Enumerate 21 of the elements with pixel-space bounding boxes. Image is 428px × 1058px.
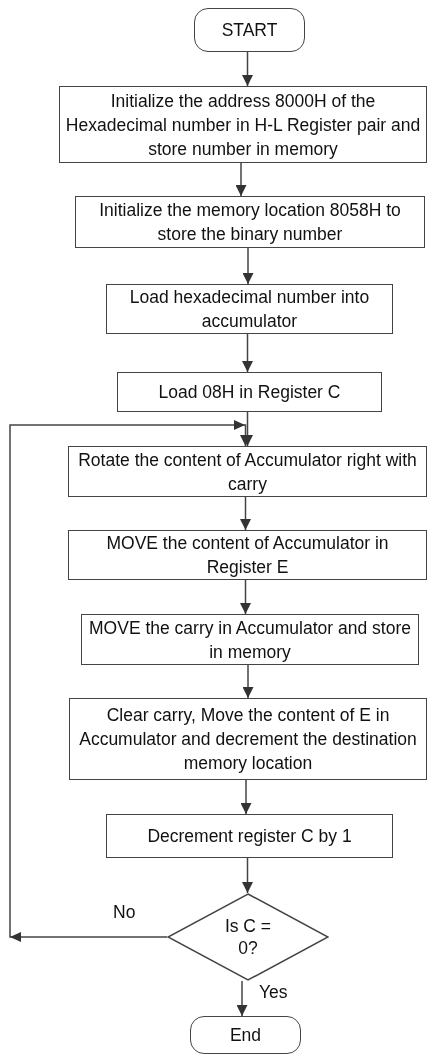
step-text: Clear carry, Move the content of E in Accumulator and decrement the destination memory location [78, 704, 418, 775]
step-text: Initialize the memory location 8058H to store the binary number [98, 199, 402, 246]
process-box [75, 196, 425, 248]
process-box [117, 372, 382, 412]
process-box [69, 698, 427, 780]
step-text: MOVE the carry in Accumulator and store in memory [88, 616, 412, 664]
step-text: Decrement register C by 1 [146, 825, 353, 848]
process-box [68, 530, 427, 580]
terminal-box [194, 8, 305, 52]
terminal-box [190, 1016, 301, 1054]
terminal-label: START [220, 19, 279, 42]
decision-diamond [167, 893, 329, 981]
process-box [106, 814, 393, 858]
step-text: Initialize the address 8000H of the Hexadecimal number in H-L Register pair and store number in memory [64, 89, 422, 161]
step-text: Load hexadecimal number into accumulator [128, 286, 371, 333]
decision-text: Is C = 0? [223, 915, 273, 959]
process-box [106, 284, 393, 334]
step-text: Rotate the content of Accumulator right with carry [77, 448, 418, 496]
terminal-label: End [228, 1024, 263, 1047]
step-text: MOVE the content of Accumulator in Register E [105, 532, 390, 579]
step-text: Load 08H in Register C [157, 381, 342, 404]
